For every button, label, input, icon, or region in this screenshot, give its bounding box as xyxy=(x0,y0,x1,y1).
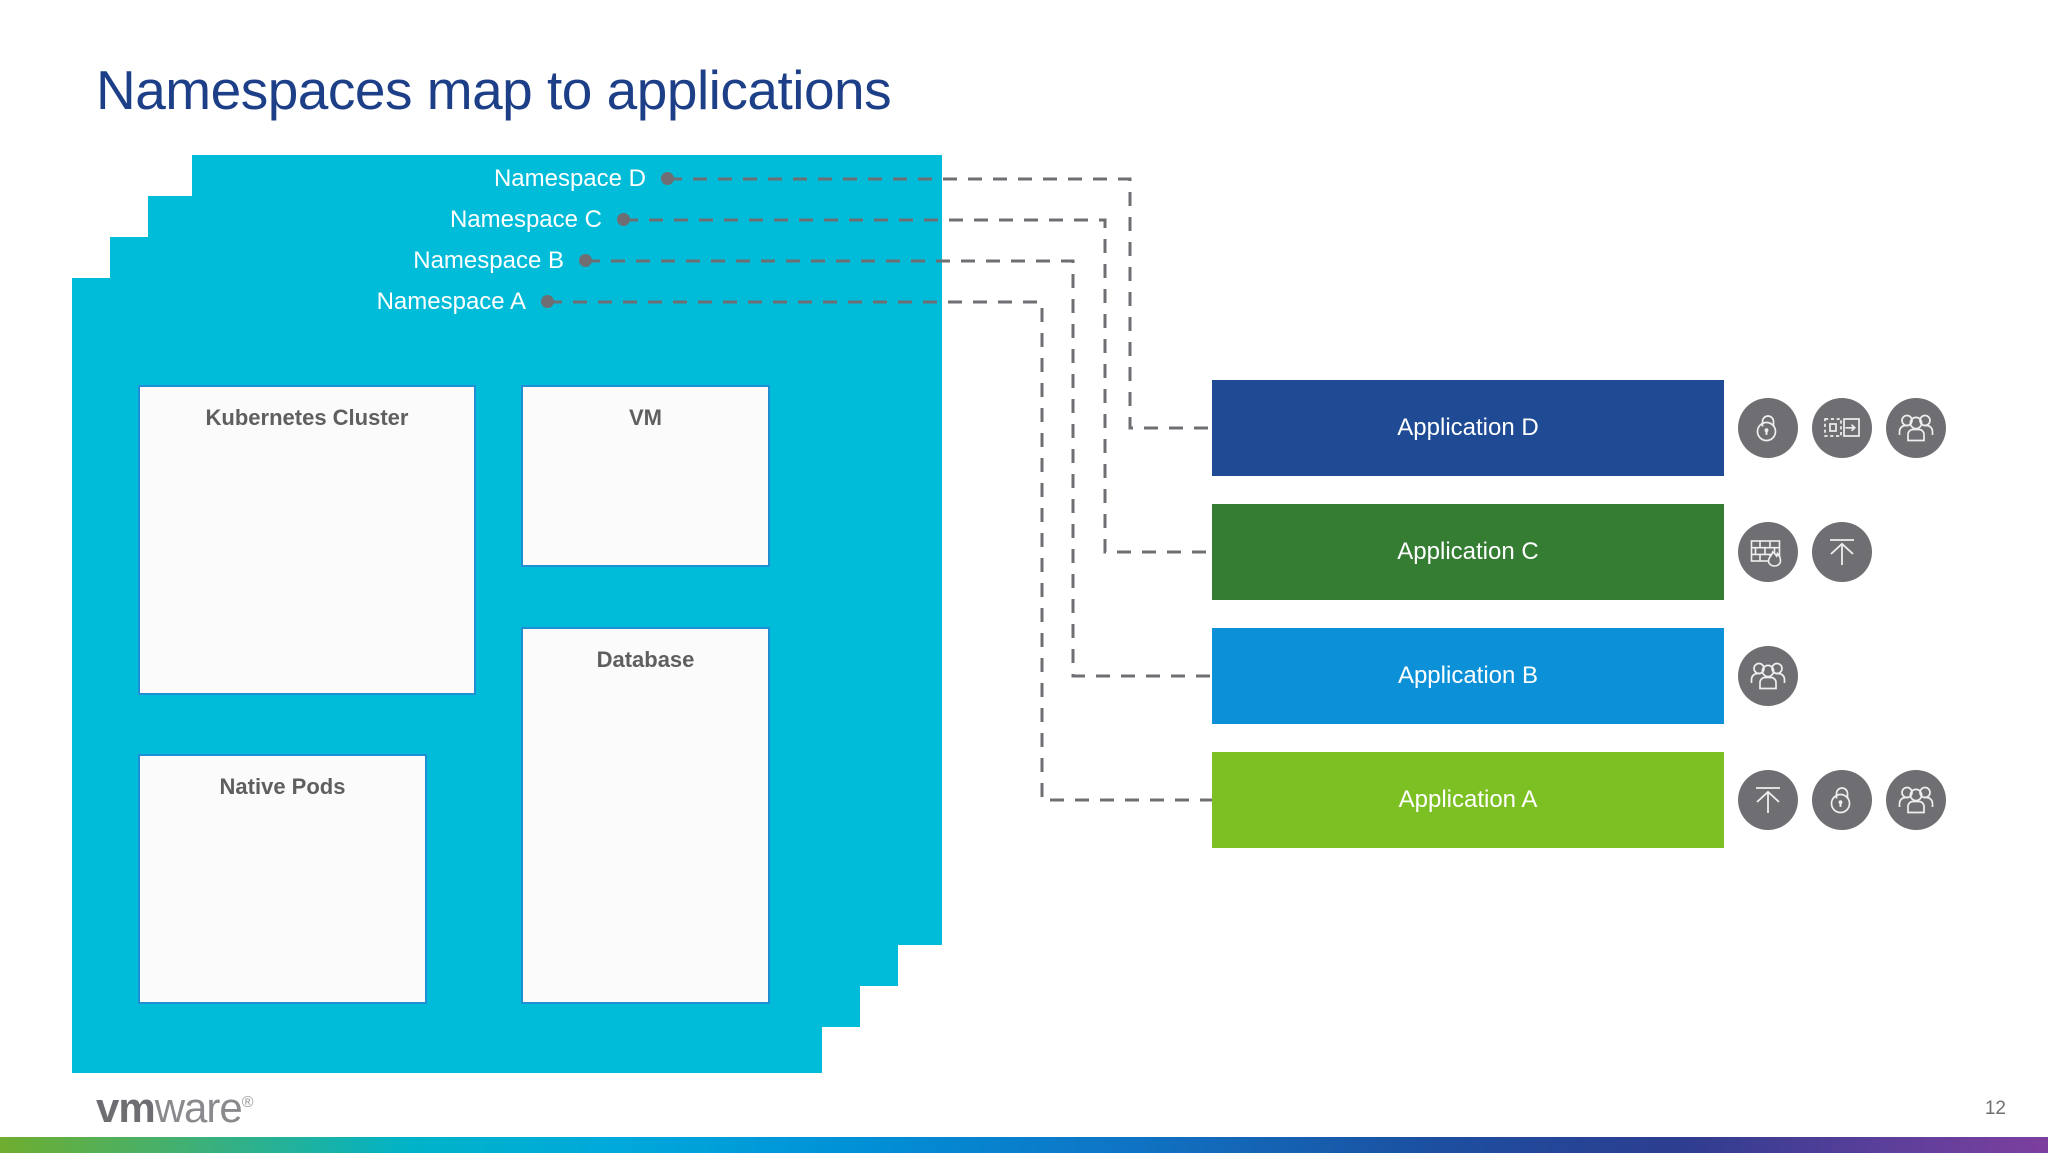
application-icons-a xyxy=(1738,770,1946,830)
application-box-c[interactable]: Application C xyxy=(1212,504,1724,600)
namespace-label-b: Namespace B xyxy=(413,247,564,274)
uplift-arrow-icon[interactable] xyxy=(1812,522,1872,582)
application-box-b[interactable]: Application B xyxy=(1212,628,1724,724)
users-icon[interactable] xyxy=(1886,398,1946,458)
namespace-label-c: Namespace C xyxy=(449,206,602,233)
page-title: Namespaces map to applications xyxy=(96,59,892,121)
box-vm[interactable]: VM xyxy=(521,385,770,567)
uplift-arrow-icon[interactable] xyxy=(1738,770,1798,830)
box-kubernetes-cluster[interactable]: Kubernetes Cluster xyxy=(138,385,476,695)
namespace-connector-dot-d xyxy=(661,172,674,185)
lock-icon[interactable] xyxy=(1738,398,1798,458)
bottom-gradient-bar xyxy=(0,1137,2048,1153)
namespace-connector-dot-c xyxy=(617,213,630,226)
application-icons-b xyxy=(1738,646,1798,706)
namespace-label-d: Namespace D xyxy=(493,165,646,192)
box-label-native-pods: Native Pods xyxy=(219,774,346,799)
users-icon[interactable] xyxy=(1886,770,1946,830)
namespace-label-a: Namespace A xyxy=(376,288,526,315)
vmware-logo-registered: ® xyxy=(241,1094,254,1111)
box-native-pods[interactable]: Native Pods xyxy=(138,754,427,1004)
namespace-connector-dot-a xyxy=(541,295,554,308)
application-label-b: Application B xyxy=(1397,662,1539,689)
box-label-vm: VM xyxy=(629,405,662,430)
application-box-a[interactable]: Application A xyxy=(1212,752,1724,848)
page-number: 12 xyxy=(1984,1098,2006,1119)
application-box-d[interactable]: Application D xyxy=(1212,380,1724,476)
application-icons-c xyxy=(1738,522,1872,582)
application-icons-d xyxy=(1738,398,1946,458)
lock-icon[interactable] xyxy=(1812,770,1872,830)
application-label-a: Application A xyxy=(1398,786,1538,813)
users-icon[interactable] xyxy=(1738,646,1798,706)
vmware-logo: vmware® xyxy=(96,1082,254,1131)
migration-icon[interactable] xyxy=(1812,398,1872,458)
application-label-d: Application D xyxy=(1397,414,1539,441)
vmware-logo-vm: vm xyxy=(96,1084,156,1131)
namespace-connector-dot-b xyxy=(579,254,592,267)
box-label-database: Database xyxy=(596,647,695,672)
vmware-logo-ware: ware xyxy=(154,1084,243,1131)
box-database[interactable]: Database xyxy=(521,627,770,1004)
box-label-kubernetes-cluster: Kubernetes Cluster xyxy=(205,405,409,430)
firewall-icon[interactable] xyxy=(1738,522,1798,582)
application-label-c: Application C xyxy=(1397,538,1539,565)
